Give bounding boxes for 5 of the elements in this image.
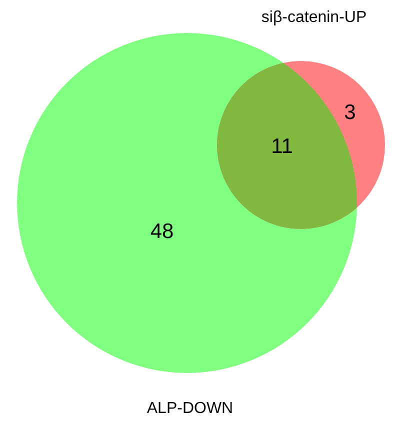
set-label: ALP-DOWN xyxy=(146,400,234,418)
count-label: 11 xyxy=(271,135,293,159)
count-label: 48 xyxy=(150,220,174,244)
set-label: siβ-catenin-UP xyxy=(261,9,367,27)
count-label: 3 xyxy=(344,101,356,125)
